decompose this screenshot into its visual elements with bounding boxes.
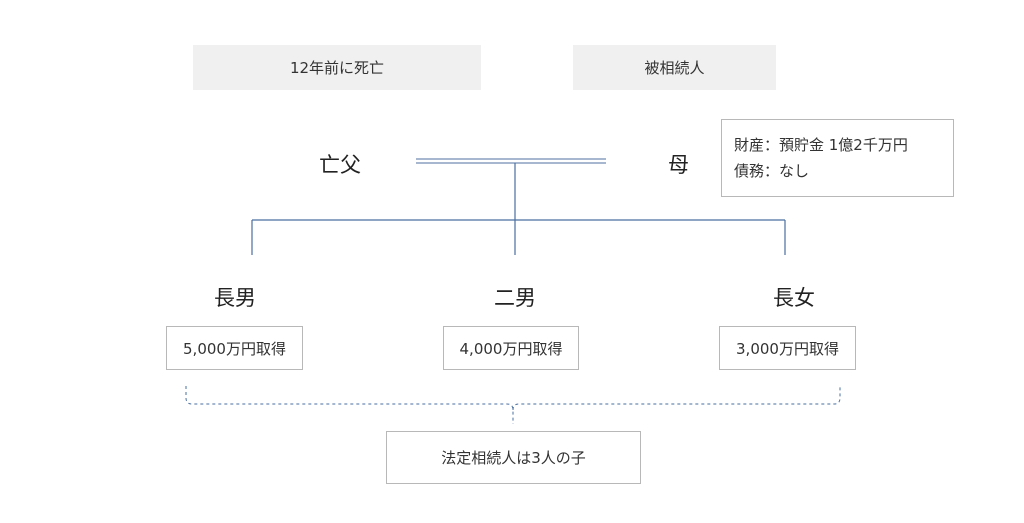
person-father: 亡父 — [319, 153, 361, 177]
share-eldest-daughter: 3,000万円取得 — [736, 339, 839, 358]
deceased-note-label: 12年前に死亡 — [289, 59, 385, 77]
share-box-eldest-daughter: 3,000万円取得 — [719, 326, 856, 370]
estate-debts: 債務：なし — [734, 162, 810, 180]
deceased-note-box: 12年前に死亡 — [193, 45, 481, 90]
summary-box: 法定相続人は3人の子 — [386, 431, 641, 484]
person-mother: 母 — [668, 153, 689, 177]
person-eldest-son: 長男 — [214, 286, 256, 310]
estate-box: 財産：預貯金 1億2千万円 債務：なし — [721, 119, 954, 197]
share-box-second-son: 4,000万円取得 — [443, 326, 579, 370]
summary-label: 法定相続人は3人の子 — [441, 449, 586, 467]
grouping-brace — [185, 386, 841, 424]
decedent-note-box: 被相続人 — [573, 45, 776, 90]
share-box-eldest-son: 5,000万円取得 — [166, 326, 303, 370]
decedent-note-label: 被相続人 — [644, 59, 705, 77]
person-eldest-daughter: 長女 — [773, 286, 815, 310]
share-eldest-son: 5,000万円取得 — [183, 339, 286, 358]
share-second-son: 4,000万円取得 — [459, 339, 563, 358]
estate-assets: 財産：預貯金 1億2千万円 — [734, 136, 908, 154]
person-second-son: 二男 — [494, 286, 536, 310]
